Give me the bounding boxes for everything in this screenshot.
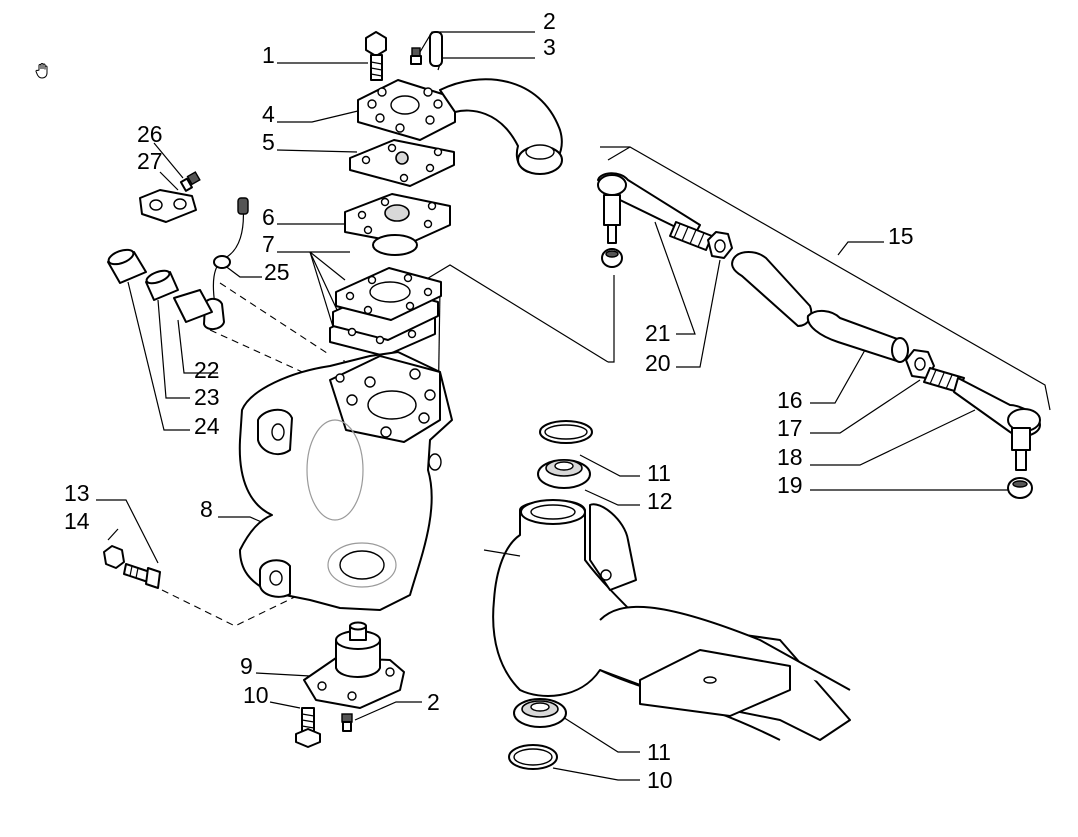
part-5-shim-plate [349,139,455,187]
part-11-seal-top [539,420,593,444]
callout-24: 24 [194,413,220,439]
callout-13: 13 [64,480,90,506]
callout-2-lower: 2 [427,689,440,715]
callout-2: 2 [543,8,556,34]
part-2-grease-nipple-bottom [341,713,353,732]
callout-9: 9 [240,653,253,679]
part-12-bearing-top [537,459,591,489]
callout-18: 18 [777,444,803,470]
callout-20: 20 [645,350,671,376]
part-4-steering-arm [357,78,563,175]
part-10-seal-bottom [508,744,558,770]
callout-22: 22 [194,357,220,383]
callout-3: 3 [543,34,556,60]
callout-1: 1 [262,42,275,68]
part-1-bolt [365,31,387,81]
callout-12: 12 [647,488,673,514]
callout-4: 4 [262,101,275,127]
part-19-nut-left [601,248,623,268]
callout-19: 19 [777,472,803,498]
callout-10-bottom: 10 [647,767,673,793]
part-22-pin [173,289,213,323]
leader-lines [96,31,1051,781]
part-20-locknut [707,231,733,259]
axle-housing [483,499,851,741]
callout-8: 8 [200,496,213,522]
callout-10: 10 [243,682,269,708]
callout-7: 7 [262,231,275,257]
callout-14: 14 [64,508,90,534]
part-23-bushing [145,269,179,301]
callout-27: 27 [137,148,163,174]
part-13-bolt [123,563,161,589]
callout-labels: 1 2 3 4 5 6 7 26 27 25 22 23 24 8 13 14 … [64,8,914,793]
part-3-pin [429,31,443,67]
callout-5: 5 [262,129,275,155]
part-16-tube-left [731,251,813,327]
part-18-tie-rod-end-right [923,367,1041,471]
part-24-bushing [107,248,147,284]
part-8-steering-knuckle [238,351,453,611]
part-7-shims [329,267,442,357]
callout-23: 23 [194,384,220,410]
part-17-locknut-right [905,349,935,379]
part-9-lower-bearing-cap [303,621,405,709]
hand-cursor-icon [35,63,48,79]
part-10-bolt-lower [295,707,321,748]
callout-11-bottom: 11 [647,739,671,765]
part-26-screw [179,171,201,192]
part-16-tube-right [806,310,909,363]
part-6-upper-bearing-cap [344,193,451,256]
callout-11-top: 11 [647,460,671,486]
callout-17: 17 [777,415,803,441]
part-11-bearing-bottom [513,698,567,728]
callout-21: 21 [645,320,671,346]
part-19-nut-right [1007,477,1033,499]
callout-6: 6 [262,204,275,230]
part-2-grease-nipple-top [410,47,422,65]
callout-26: 26 [137,121,163,147]
part-27-clamp [139,189,197,223]
part-14-nut [103,545,125,569]
callout-15: 15 [888,223,914,249]
callout-16: 16 [777,387,803,413]
callout-25: 25 [264,259,290,285]
part-21-tie-rod-end-left [597,172,713,251]
